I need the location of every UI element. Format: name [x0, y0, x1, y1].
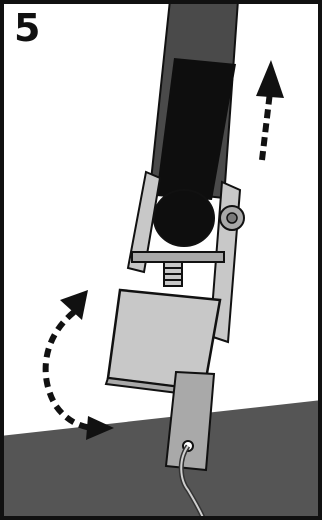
ratchet-spool	[154, 190, 214, 246]
spring	[164, 262, 182, 286]
release-bar	[132, 252, 224, 262]
ground-surface	[0, 400, 322, 520]
step-number: 5	[14, 6, 40, 50]
up-arrow-icon	[256, 60, 284, 160]
axle-bolt	[227, 213, 237, 223]
curved-double-arrow-icon	[46, 290, 114, 440]
